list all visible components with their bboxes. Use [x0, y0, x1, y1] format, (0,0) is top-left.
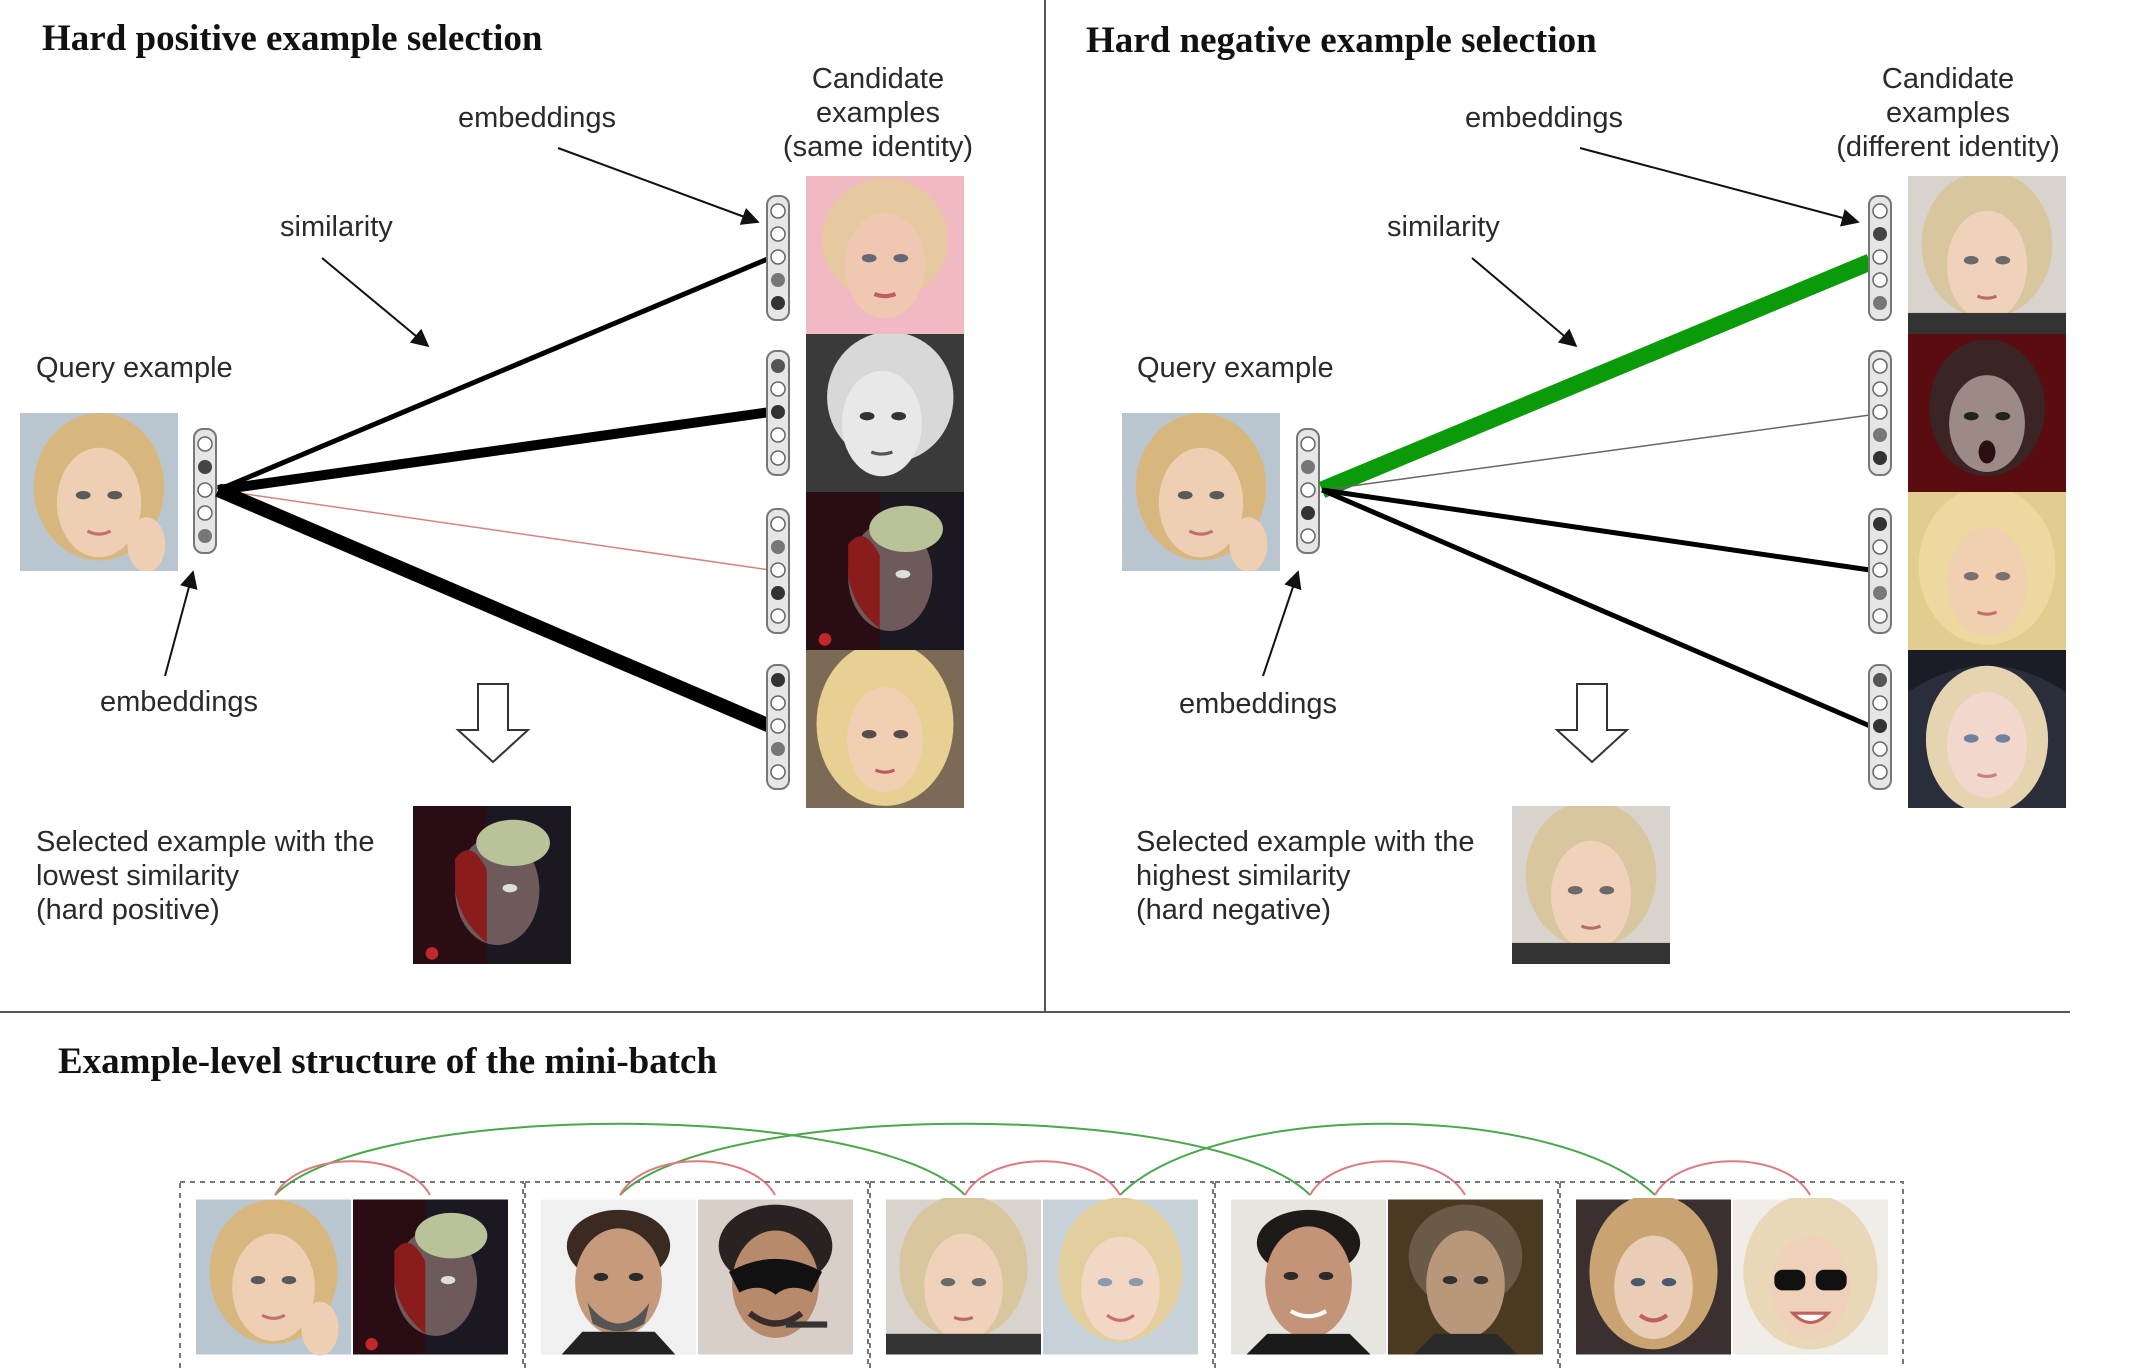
pair-box-1 — [179, 1181, 524, 1368]
down-arrow-icon — [455, 683, 531, 764]
candidate-embedding-2 — [766, 350, 790, 476]
candidate-embedding-1 — [1868, 195, 1892, 321]
pair-box-2 — [524, 1181, 869, 1368]
batch-image-1b — [353, 1199, 508, 1355]
positive-arc-1 — [274, 1160, 431, 1196]
query-image — [20, 413, 178, 571]
mini-batch-panel: Example-level structure of the mini-batc… — [58, 1041, 1904, 1368]
selected-image — [1512, 806, 1670, 964]
candidate-image-1 — [806, 176, 964, 334]
candidate-label-line3: (same identity) — [783, 131, 973, 163]
selected-label-line2: lowest similarity — [36, 860, 240, 892]
selected-label-line3: (hard negative) — [1136, 894, 1331, 926]
selected-label-line1: Selected example with the — [36, 826, 375, 858]
embeddings-arrow-top — [1579, 147, 1860, 227]
candidate-embedding-1 — [766, 195, 790, 321]
candidate-embedding-3 — [1868, 508, 1892, 634]
candidate-label-line2: examples — [1886, 97, 2010, 129]
candidate-image-2 — [806, 334, 964, 492]
candidate-embedding-3 — [766, 508, 790, 634]
candidate-image-1 — [1908, 176, 2066, 334]
embeddings-label-bottom: embeddings — [1179, 688, 1337, 720]
query-image — [1122, 413, 1280, 571]
batch-image-3a — [886, 1198, 1041, 1356]
embeddings-arrow-top — [557, 147, 760, 225]
candidate-label-line3: (different identity) — [1836, 131, 2060, 163]
batch-image-4b — [1388, 1199, 1543, 1355]
similarity-line-1 — [217, 255, 771, 493]
candidate-label-line2: examples — [816, 97, 940, 129]
positive-arc-4 — [1309, 1160, 1466, 1196]
candidate-embedding-4 — [1868, 664, 1892, 790]
batch-image-3b — [1043, 1198, 1198, 1356]
positive-arc-3 — [964, 1160, 1121, 1196]
batch-image-4a — [1231, 1200, 1386, 1355]
embeddings-label-bottom: embeddings — [100, 686, 258, 718]
negative-arc-3 — [1119, 1122, 1656, 1196]
similarity-line-4 — [215, 483, 773, 733]
batch-image-2a — [541, 1199, 696, 1355]
batch-image-1a — [196, 1198, 351, 1356]
hard-negative-panel: Hard negative example selection Candidat… — [1086, 20, 2066, 964]
candidate-image-3 — [806, 492, 964, 650]
similarity-label: similarity — [1387, 211, 1500, 243]
query-example-label: Query example — [1137, 352, 1334, 384]
candidate-embedding-4 — [766, 664, 790, 790]
candidate-image-2 — [1908, 334, 2066, 492]
hard-positive-panel: Hard positive example selection Candidat… — [20, 18, 973, 964]
similarity-line-2 — [217, 407, 771, 495]
similarity-line-3 — [1321, 487, 1871, 573]
hard-negative-title: Hard negative example selection — [1086, 20, 1597, 61]
negative-arc-1 — [274, 1122, 966, 1196]
similarity-line-2 — [1321, 414, 1871, 491]
similarity-arrow — [321, 257, 430, 348]
pair-box-3 — [869, 1181, 1214, 1368]
similarity-label: similarity — [280, 211, 393, 243]
positive-arc-5 — [1654, 1160, 1811, 1196]
hard-positive-title: Hard positive example selection — [42, 18, 543, 59]
selected-image — [413, 806, 571, 964]
negative-arc-2 — [619, 1122, 1311, 1196]
batch-image-5a — [1576, 1194, 1731, 1354]
pair-box-5 — [1559, 1181, 1904, 1368]
pair-box-4 — [1214, 1181, 1559, 1368]
batch-image-2b — [698, 1200, 853, 1355]
down-arrow-icon — [1554, 683, 1630, 764]
embeddings-label-top: embeddings — [458, 102, 616, 134]
mini-batch-title: Example-level structure of the mini-batc… — [58, 1041, 717, 1082]
selected-label-line1: Selected example with the — [1136, 826, 1475, 858]
similarity-line-4 — [1321, 487, 1871, 729]
selected-label-line3: (hard positive) — [36, 894, 220, 926]
candidate-embedding-2 — [1868, 350, 1892, 476]
candidate-image-4 — [1908, 650, 2066, 808]
query-embedding — [1296, 428, 1320, 554]
similarity-arrow — [1471, 257, 1578, 348]
embeddings-label-top: embeddings — [1465, 102, 1623, 134]
positive-arc-2 — [619, 1160, 776, 1196]
query-embedding — [193, 428, 217, 554]
similarity-line-1 — [1318, 254, 1874, 498]
query-example-label: Query example — [36, 352, 233, 384]
embeddings-arrow-bottom — [1262, 570, 1302, 677]
embeddings-arrow-bottom — [164, 570, 198, 677]
candidate-image-4 — [806, 650, 964, 808]
batch-image-5b — [1733, 1198, 1888, 1356]
candidate-label-line1: Candidate — [812, 63, 944, 95]
similarity-line-3 — [217, 489, 771, 571]
candidate-label-line1: Candidate — [1882, 63, 2014, 95]
candidate-image-3 — [1908, 492, 2066, 650]
selected-label-line2: highest similarity — [1136, 860, 1351, 892]
